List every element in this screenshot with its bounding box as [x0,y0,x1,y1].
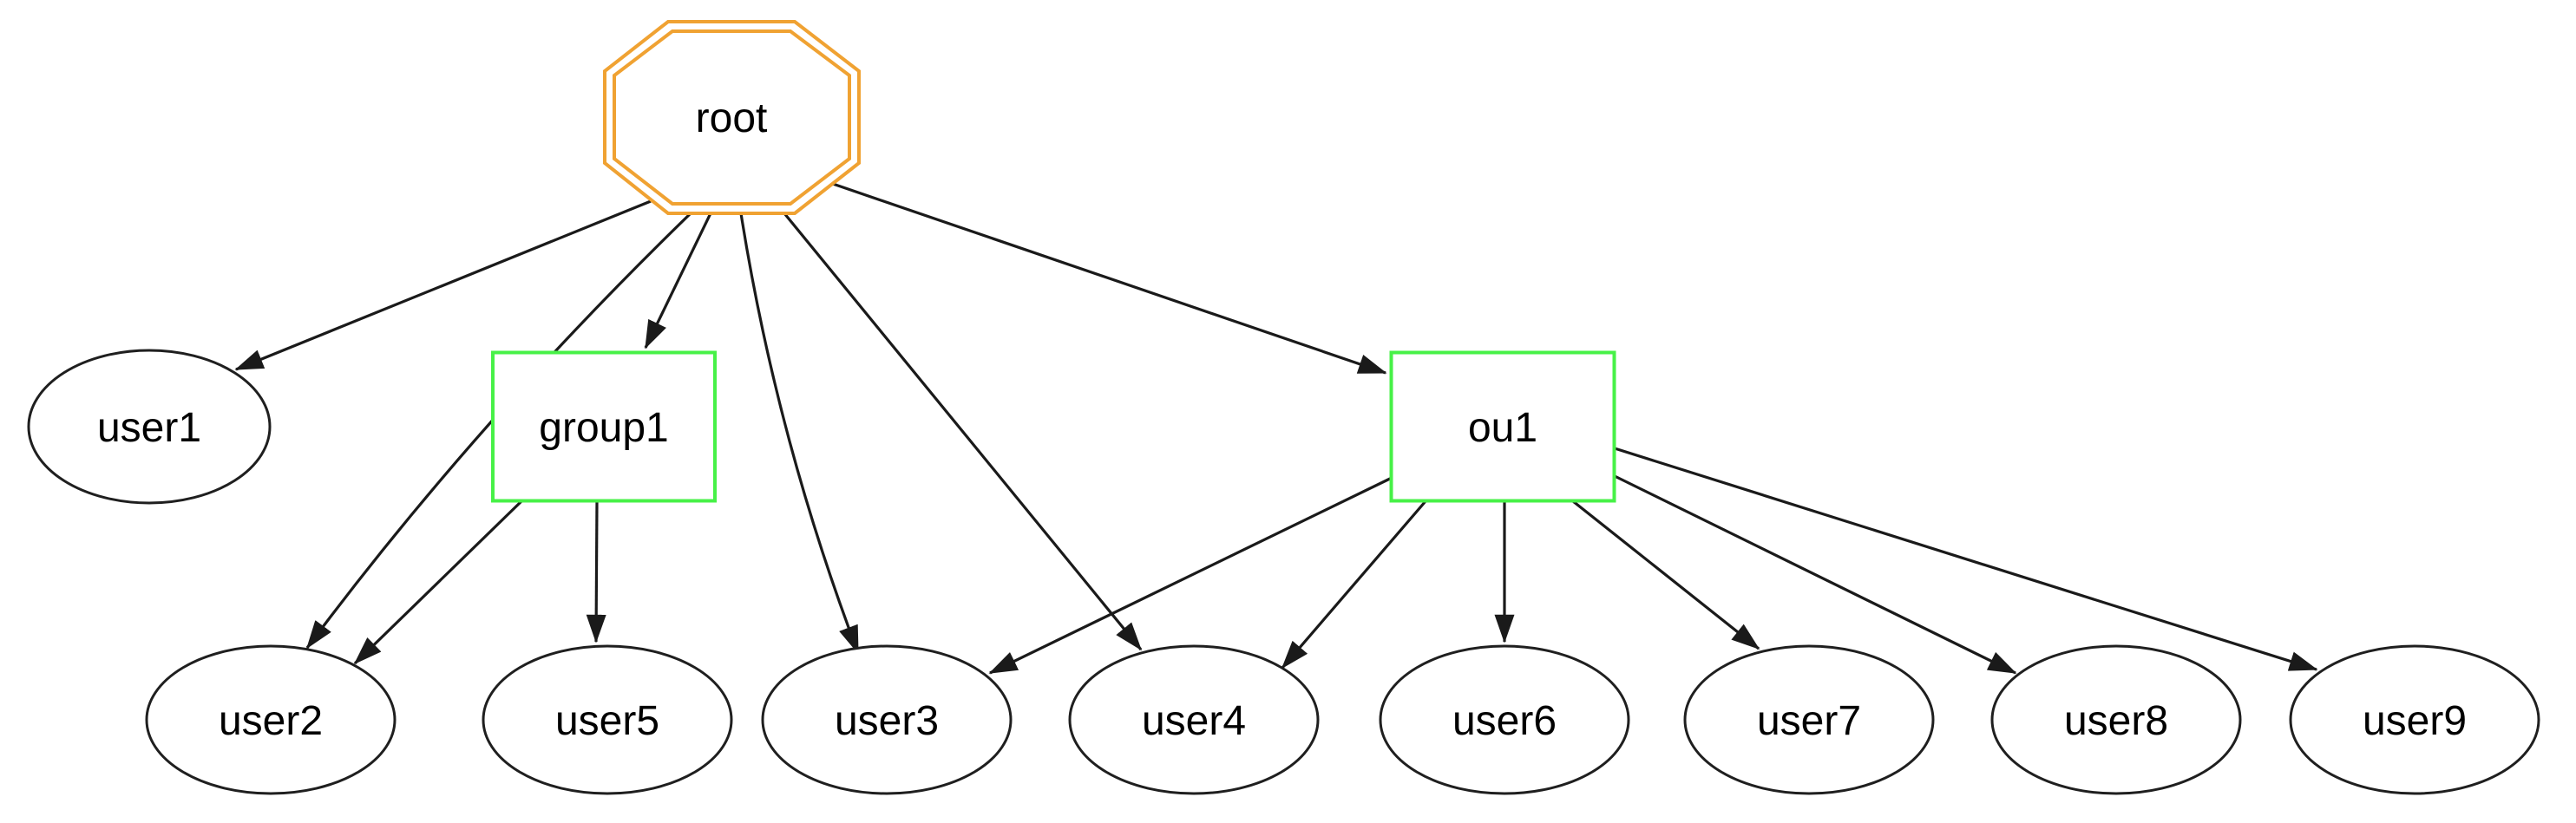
node-user1: user1 [27,349,272,505]
edge-ou1-user7 [1572,500,1760,650]
edge-root-user4 [783,212,1143,651]
node-shape-box [491,350,717,503]
node-label-user2: user2 [219,698,323,744]
node-user5: user5 [482,644,733,795]
edge-ou1-user8 [1614,474,2017,675]
node-user9: user9 [2289,644,2540,795]
node-label-ou1: ou1 [1468,405,1537,451]
edge-ou1-user9 [1614,447,2318,671]
node-shape-ellipse [2289,644,2540,795]
edge-root-user1 [234,199,652,371]
edge-group1-user5 [586,500,606,643]
node-label-user3: user3 [835,698,939,744]
node-label-user4: user4 [1142,698,1246,744]
edge-ou1-user3 [988,476,1393,675]
node-ou1: ou1 [1389,350,1616,503]
node-label-user1: user1 [97,405,201,451]
node-label-user8: user8 [2064,698,2168,744]
node-user2: user2 [145,644,397,795]
node-label-user7: user7 [1757,698,1861,744]
edge-root-ou1 [832,182,1387,375]
node-user4: user4 [1068,644,1320,795]
node-shape-ellipse [1683,644,1935,795]
node-root: root [603,20,861,215]
node-label-group1: group1 [539,405,668,451]
node-user3: user3 [761,644,1013,795]
node-shape-box [1389,350,1616,503]
node-group1: group1 [491,350,717,503]
node-shape-ellipse [145,644,397,795]
node-shape-ellipse [27,349,272,505]
node-label-user5: user5 [555,698,659,744]
node-shape-ellipse [761,644,1013,795]
node-shape-octagon [613,29,851,206]
node-user6: user6 [1379,644,1630,795]
node-shape-ellipse [482,644,733,795]
node-label-user9: user9 [2363,698,2467,744]
edge-group1-user2 [353,500,523,665]
nodes-layer: root user1 group1 ou1 user2 user5 user3 user4 us… [27,20,2540,795]
edge-root-user2 [305,212,692,650]
node-shape-ellipse [1990,644,2242,795]
edge-ou1-user4 [1281,500,1427,670]
node-label-user6: user6 [1452,698,1557,744]
edge-root-group1 [644,212,712,349]
node-shape-ellipse [1068,644,1320,795]
node-user8: user8 [1990,644,2242,795]
node-label-root: root [696,95,768,141]
edges-layer [234,182,2318,675]
node-user7: user7 [1683,644,1935,795]
node-shape-ellipse [1379,644,1630,795]
edge-root-user3 [739,212,860,655]
